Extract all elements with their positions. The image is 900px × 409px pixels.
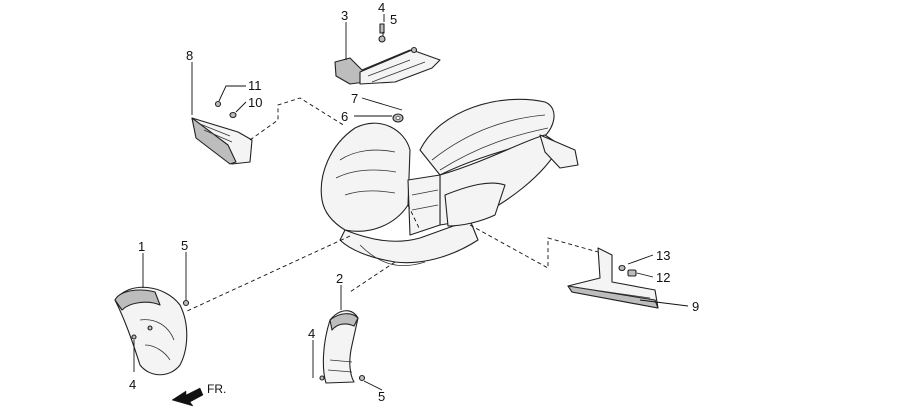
arrow-icon bbox=[171, 387, 204, 407]
assembly-lines bbox=[184, 97, 599, 313]
part-3-upper-bracket bbox=[334, 46, 441, 85]
front-direction-indicator: FR. bbox=[171, 382, 226, 407]
part-13-washer bbox=[618, 264, 626, 272]
fender-bolt bbox=[131, 334, 137, 340]
callout-7: 7 bbox=[351, 91, 358, 106]
callout-5-top: 5 bbox=[390, 12, 397, 27]
callout-4-top: 4 bbox=[378, 0, 385, 15]
part-1-front-fender bbox=[114, 286, 190, 376]
callout-11: 11 bbox=[248, 78, 262, 93]
callout-10: 10 bbox=[248, 95, 262, 110]
callout-8: 8 bbox=[186, 48, 193, 63]
part-9-right-footrest bbox=[567, 247, 659, 309]
callout-labels: 3 4 5 7 6 8 11 10 13 12 9 1 5 4 2 4 5 bbox=[129, 0, 699, 404]
callout-6: 6 bbox=[341, 109, 348, 124]
part-2-lower-cover bbox=[319, 310, 366, 384]
rear-fender bbox=[539, 134, 579, 169]
callout-13: 13 bbox=[656, 248, 670, 263]
callout-1: 1 bbox=[138, 239, 145, 254]
callout-12: 12 bbox=[656, 270, 670, 285]
direction-label: FR. bbox=[207, 382, 226, 396]
fender-screw bbox=[182, 299, 190, 307]
callout-4-bottom: 4 bbox=[308, 326, 315, 341]
bracket-fasteners bbox=[378, 23, 386, 43]
part-11-bolt bbox=[214, 100, 222, 108]
callout-5-bottom: 5 bbox=[378, 389, 385, 404]
callout-4-left: 4 bbox=[129, 377, 136, 392]
scooter-body bbox=[320, 98, 579, 266]
part-6-grommet bbox=[392, 113, 404, 123]
leader-lines bbox=[133, 14, 689, 391]
callout-5-left: 5 bbox=[181, 238, 188, 253]
part-12-bolt bbox=[627, 269, 637, 277]
callout-2: 2 bbox=[336, 271, 343, 286]
part-8-left-footrest bbox=[191, 100, 253, 165]
part-10-washer bbox=[229, 111, 237, 119]
floorboard bbox=[339, 219, 479, 264]
callout-9: 9 bbox=[692, 299, 699, 314]
leg-shield bbox=[407, 174, 441, 236]
front-shield bbox=[320, 122, 411, 232]
callout-3: 3 bbox=[341, 8, 348, 23]
side-panel bbox=[444, 182, 506, 227]
